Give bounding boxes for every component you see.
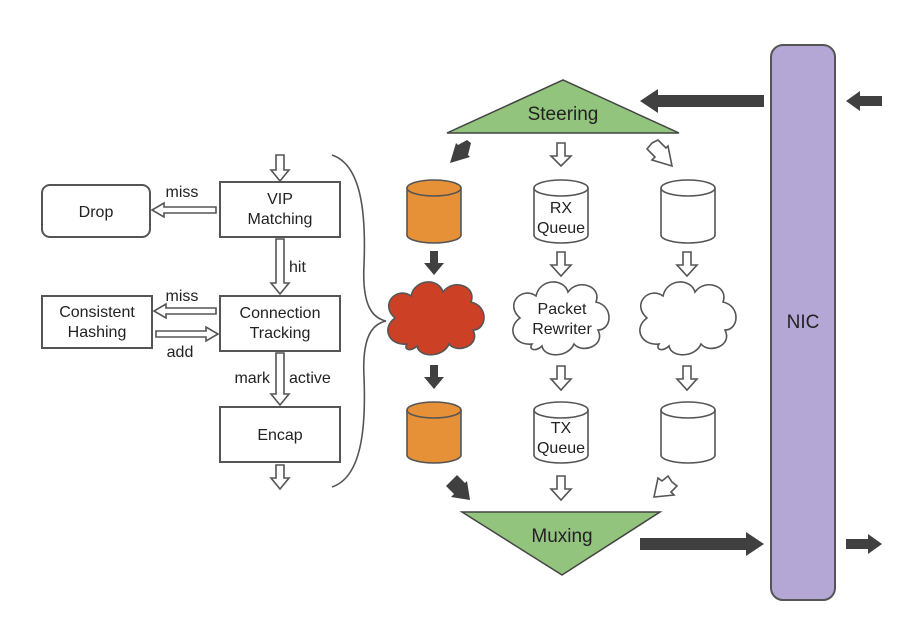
- drop-label: Drop: [79, 204, 114, 221]
- vip-to-drop-arrow: [150, 201, 217, 219]
- active-queue-bottom: [406, 401, 462, 464]
- hit-label: hit: [289, 259, 306, 276]
- hashing-to-tracking-arrow: [155, 325, 220, 343]
- active-to-muxing-arrow: [446, 475, 470, 500]
- add-label: add: [167, 344, 194, 361]
- tx-to-muxing-arrow: [549, 475, 573, 502]
- steering-triangle: [446, 79, 680, 134]
- steering-to-active-arrow: [450, 140, 471, 163]
- vip-to-tracking-arrow: [269, 238, 291, 296]
- nic-to-steering-arrow: [640, 89, 764, 113]
- encap-box: [219, 406, 341, 463]
- nic-box: [770, 44, 836, 601]
- tracking-to-encap-arrow: [269, 352, 291, 407]
- tracking-to-hashing-arrow: [152, 302, 217, 320]
- active-rewriter-cloud: [387, 281, 485, 356]
- drop-box: [41, 184, 151, 238]
- idle-rewriter-cloud: [639, 281, 737, 356]
- connection-tracking-box: [219, 295, 341, 352]
- tx-queue: [533, 401, 589, 464]
- steering-to-idle-arrow: [645, 139, 674, 168]
- active-queue-top: [406, 179, 462, 244]
- nic-label: NIC: [787, 312, 820, 333]
- rewriter-to-tx-arrow: [549, 365, 573, 392]
- muxing-triangle: [459, 511, 663, 576]
- mark-label: mark: [234, 370, 271, 387]
- rx-to-rewriter-arrow: [549, 251, 573, 278]
- idle-queue-to-cloud-arrow: [675, 251, 699, 278]
- encap-label: Encap: [257, 427, 302, 444]
- steering-to-rx-arrow: [549, 142, 573, 168]
- idle-queue-top: [660, 179, 716, 244]
- active-label: active: [289, 370, 331, 387]
- nic-input-arrow: [846, 91, 882, 111]
- packet-rewriter-cloud: [512, 281, 610, 356]
- nic-output-arrow: [846, 534, 882, 554]
- idle-queue-bottom: [660, 401, 716, 464]
- idle-to-muxing-arrow: [652, 474, 679, 498]
- active-cloud-to-queue-arrow: [424, 365, 444, 389]
- pipeline-brace: [331, 154, 387, 488]
- miss-drop-label: miss: [166, 184, 199, 201]
- pipeline-input-arrow: [269, 154, 291, 183]
- consistent-hashing-box: [41, 295, 153, 349]
- encap-output-arrow: [269, 464, 291, 491]
- idle-cloud-to-queue-arrow: [675, 365, 699, 392]
- muxing-to-nic-arrow: [640, 532, 764, 556]
- steering-label: Steering: [528, 104, 599, 125]
- active-queue-to-cloud-arrow: [424, 251, 444, 275]
- rx-queue: [533, 179, 589, 244]
- miss-hash-label: miss: [166, 288, 199, 305]
- muxing-label: Muxing: [531, 526, 592, 547]
- vip-matching-box: [219, 181, 341, 238]
